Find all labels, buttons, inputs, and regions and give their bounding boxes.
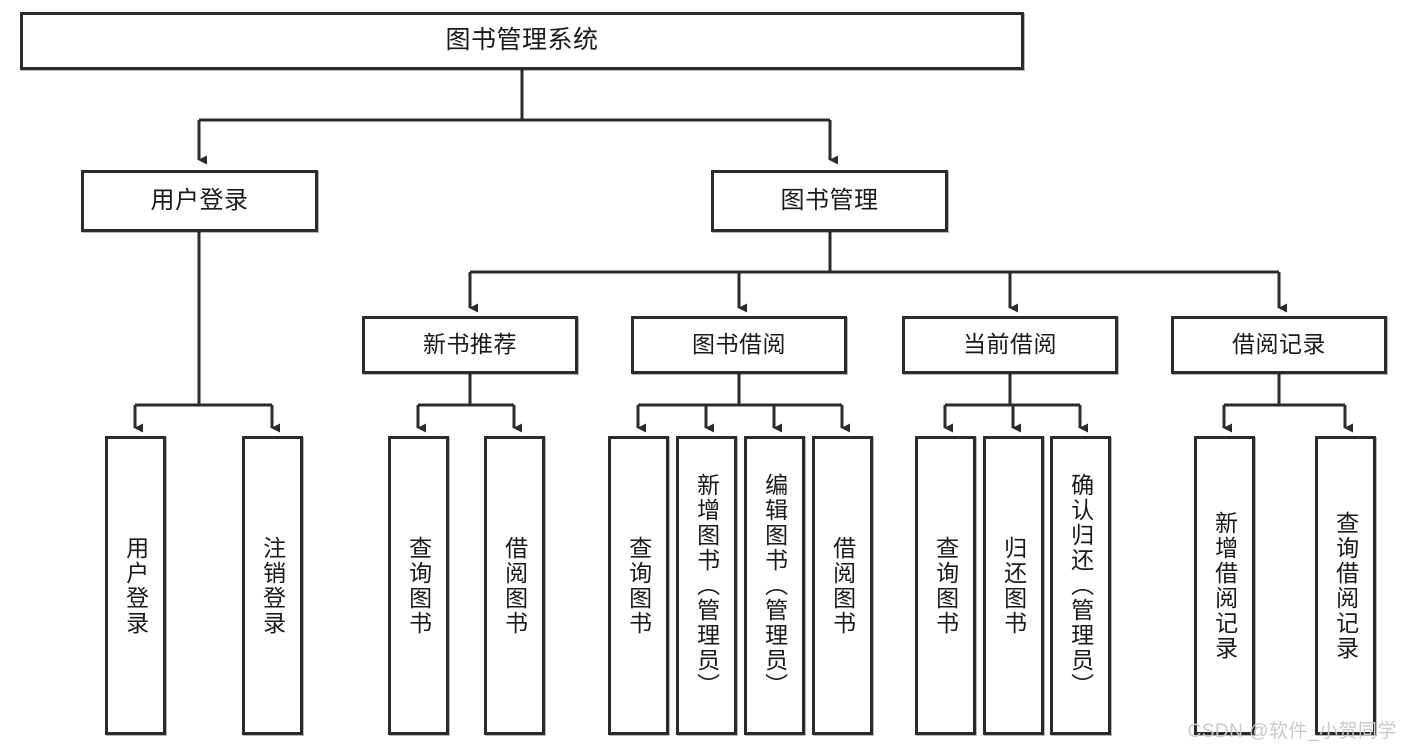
node-label: 当前借阅 <box>963 331 1057 358</box>
node-root-system[interactable]: 图书管理系统 <box>20 12 1024 70</box>
node-borrow-record[interactable]: 借阅记录 <box>1171 316 1387 374</box>
node-label: 编辑图书（管理员） <box>761 473 788 698</box>
node-label: 图书管理系统 <box>445 26 599 55</box>
leaf-current-borrow-confirm[interactable]: 确认归还（管理员） <box>1050 436 1111 735</box>
node-label: 图书借阅 <box>692 331 786 358</box>
leaf-borrow-record-query[interactable]: 查询借阅记录 <box>1315 436 1376 735</box>
leaf-current-borrow-query[interactable]: 查询图书 <box>915 436 976 735</box>
node-label: 新增图书（管理员） <box>693 473 720 698</box>
node-label: 确认归还（管理员） <box>1067 473 1094 698</box>
leaf-book-borrow-edit[interactable]: 编辑图书（管理员） <box>744 436 805 735</box>
leaf-current-borrow-return[interactable]: 归还图书 <box>983 436 1044 735</box>
node-label: 查询图书 <box>932 535 959 636</box>
leaf-borrow-record-add[interactable]: 新增借阅记录 <box>1194 436 1255 735</box>
node-current-borrow[interactable]: 当前借阅 <box>902 316 1118 374</box>
node-label: 借阅图书 <box>501 535 528 636</box>
node-label: 注销登录 <box>259 535 286 636</box>
node-label: 借阅图书 <box>829 535 856 636</box>
node-label: 新增借阅记录 <box>1211 510 1238 661</box>
node-label: 借阅记录 <box>1232 331 1326 358</box>
node-label: 查询图书 <box>405 535 432 636</box>
leaf-user-login-signin[interactable]: 用户登录 <box>105 436 166 735</box>
node-new-book-recommend[interactable]: 新书推荐 <box>362 316 578 374</box>
node-label: 查询图书 <box>625 535 652 636</box>
node-user-login[interactable]: 用户登录 <box>81 170 318 232</box>
node-book-borrow[interactable]: 图书借阅 <box>631 316 847 374</box>
leaf-book-borrow-lend[interactable]: 借阅图书 <box>812 436 873 735</box>
node-label: 新书推荐 <box>423 331 517 358</box>
node-label: 查询借阅记录 <box>1332 510 1359 661</box>
node-label: 用户登录 <box>150 186 249 214</box>
leaf-book-borrow-query[interactable]: 查询图书 <box>608 436 669 735</box>
node-label: 用户登录 <box>122 535 149 636</box>
leaf-user-login-signout[interactable]: 注销登录 <box>242 436 303 735</box>
leaf-new-book-query[interactable]: 查询图书 <box>388 436 449 735</box>
watermark-text: CSDN @软件_小贺同学 <box>1187 721 1397 742</box>
node-label: 归还图书 <box>1000 535 1027 636</box>
leaf-book-borrow-add[interactable]: 新增图书（管理员） <box>676 436 737 735</box>
leaf-new-book-borrow[interactable]: 借阅图书 <box>484 436 545 735</box>
node-label: 图书管理 <box>780 186 879 214</box>
node-book-management[interactable]: 图书管理 <box>711 170 948 232</box>
